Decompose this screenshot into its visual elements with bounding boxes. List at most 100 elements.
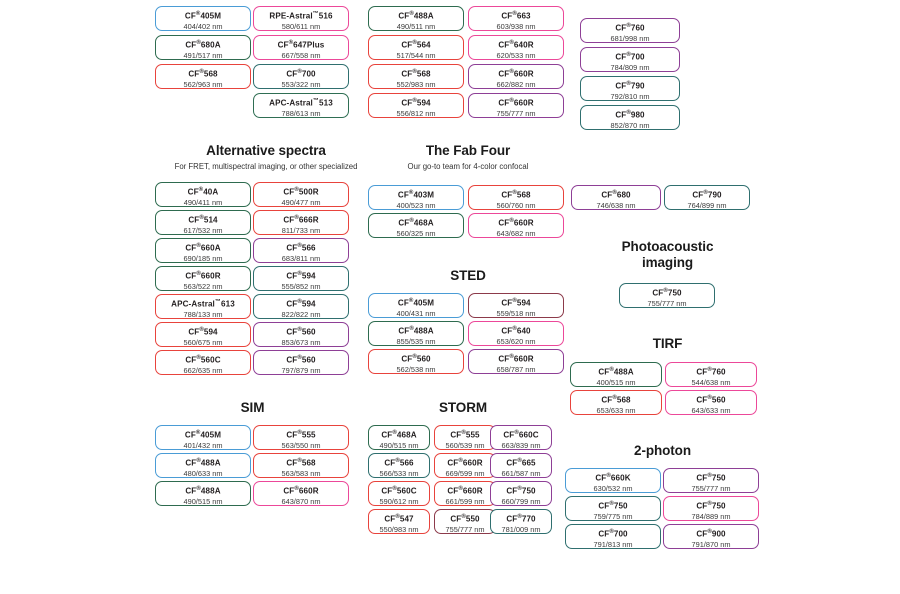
dye-name: CF®547 [384, 514, 414, 524]
dye-ex-em: 563/550 nm [281, 440, 321, 450]
trademark-symbol: ® [392, 486, 397, 492]
dye-ex-em: 853/673 nm [281, 337, 321, 347]
dye-name: CF®568 [501, 190, 531, 200]
dye-ex-em: 788/133 nm [183, 309, 223, 319]
trademark-symbol: ® [199, 69, 204, 75]
dye-ex-em: 797/879 nm [281, 365, 321, 375]
trademark-symbol: ® [196, 355, 201, 361]
trademark-symbol: ™ [312, 98, 320, 104]
dye-ex-em: 784/889 nm [691, 511, 731, 521]
trademark-symbol: ® [294, 187, 299, 193]
section-title-alternative-spectra: Alternative spectra [206, 143, 326, 158]
trademark-symbol: ® [297, 243, 302, 249]
dye-name: CF®568 [401, 69, 431, 79]
dye-ex-em: 643/870 nm [281, 496, 321, 506]
dye-name: CF®403M [397, 190, 435, 200]
section-title-sim: SIM [240, 400, 265, 415]
dye-name: CF®660R [447, 486, 483, 496]
trademark-symbol: ® [626, 23, 631, 29]
dye-name: CF®468A [398, 218, 434, 228]
dye-name: CF®750 [696, 501, 726, 511]
dye-name: CF®680A [185, 40, 221, 50]
trademark-symbol: ® [412, 354, 417, 360]
dye-name: CF®660R [447, 458, 483, 468]
dye-name: CF®680 [601, 190, 631, 200]
